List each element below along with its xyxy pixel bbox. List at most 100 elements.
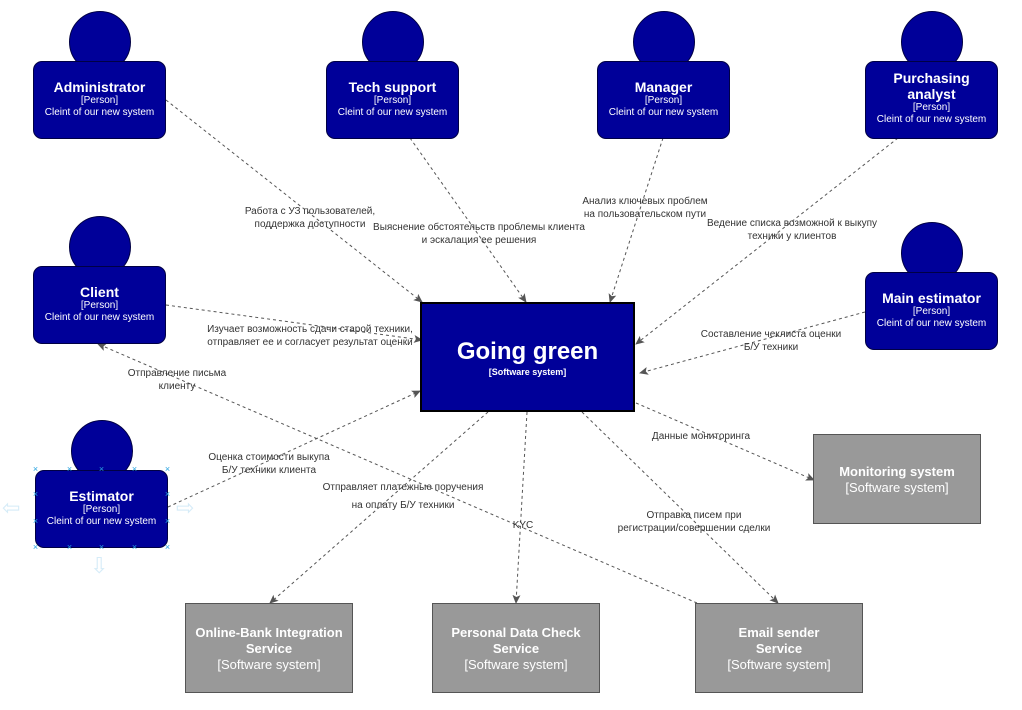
- person-client[interactable]: Client [Person] Cleint of our new system: [33, 216, 166, 344]
- edge-label-line: Оценка стоимости выкупа: [208, 452, 330, 463]
- resize-handle[interactable]: ×: [98, 464, 105, 474]
- edge-label-kyc[interactable]: KYC: [505, 519, 541, 532]
- person-description: Cleint of our new system: [46, 516, 157, 527]
- edge-label-monitoring[interactable]: Данные мониторинга: [640, 430, 762, 443]
- edge-tech-support-to-going-green[interactable]: [409, 137, 527, 303]
- resize-handle[interactable]: ×: [164, 542, 171, 552]
- person-type: [Person]: [912, 306, 951, 317]
- edge-label-line: Ведение списка возможной к выкупу: [706, 218, 878, 229]
- person-type: [Person]: [912, 102, 951, 113]
- connect-arrow-down-icon[interactable]: ⇩: [90, 553, 109, 578]
- person-card: Tech support [Person] Cleint of our new …: [326, 61, 459, 139]
- edge-administrator-to-going-green[interactable]: [165, 99, 423, 303]
- edge-label-line: Отправляет платежные поручения: [322, 482, 484, 493]
- person-name: Tech support: [348, 79, 437, 95]
- edge-label-line: регистрации/совершении сделки: [617, 523, 771, 534]
- resize-handle[interactable]: ×: [66, 542, 73, 552]
- person-tech-support[interactable]: Tech support [Person] Cleint of our new …: [326, 11, 459, 139]
- resize-handle[interactable]: ×: [98, 542, 105, 552]
- person-description: Cleint of our new system: [44, 312, 155, 323]
- edge-purchasing-analyst-to-going-green[interactable]: [635, 137, 899, 345]
- edge-going-green-to-monitoring[interactable]: [635, 402, 815, 481]
- edge-going-green-to-personal-data[interactable]: [512, 411, 528, 604]
- person-card: Estimator [Person] Cleint of our new sys…: [35, 470, 168, 548]
- person-manager[interactable]: Manager [Person] Cleint of our new syste…: [597, 11, 730, 139]
- person-name: Manager: [634, 79, 693, 95]
- edge-label-line: отправляет ее и согласует результат оцен…: [207, 337, 413, 348]
- edge-email-sender-to-client[interactable]: [97, 343, 698, 604]
- edge-label-tech-support[interactable]: Выяснение обстоятельств проблемы клиента…: [368, 221, 590, 247]
- system-online-bank-integration[interactable]: Online-Bank Integration Service [Softwar…: [185, 603, 353, 693]
- person-description: Cleint of our new system: [876, 114, 987, 125]
- connect-arrow-right-icon[interactable]: ⇨: [176, 495, 195, 520]
- edge-client-to-going-green[interactable]: [165, 304, 423, 343]
- person-type: [Person]: [80, 300, 119, 311]
- resize-handle[interactable]: ×: [164, 464, 171, 474]
- system-type: [Software system]: [464, 657, 568, 672]
- resize-handle[interactable]: ×: [131, 464, 138, 474]
- resize-handle[interactable]: ×: [164, 516, 171, 526]
- resize-handle[interactable]: ×: [32, 516, 39, 526]
- resize-handle[interactable]: ×: [66, 464, 73, 474]
- person-card: Client [Person] Cleint of our new system: [33, 266, 166, 344]
- edge-label-line: Выяснение обстоятельств проблемы клиента: [373, 222, 585, 233]
- person-description: Cleint of our new system: [876, 318, 987, 329]
- person-estimator[interactable]: Estimator [Person] Cleint of our new sys…: [35, 420, 168, 548]
- edge-main-estimator-to-going-green[interactable]: [639, 311, 866, 375]
- person-name: Administrator: [53, 79, 146, 95]
- person-description: Cleint of our new system: [337, 107, 448, 118]
- connect-arrow-left-icon[interactable]: ⇦: [2, 495, 21, 520]
- edge-label-online-bank[interactable]: Отправляет платежные поручения на оплату…: [312, 481, 494, 512]
- edge-label-line: Б/У техники: [743, 342, 799, 353]
- system-type: [Software system]: [845, 480, 949, 495]
- resize-handle[interactable]: ×: [164, 489, 171, 499]
- edge-label-line: Составление чеклиста оценки: [700, 329, 842, 340]
- edge-label-client[interactable]: Изучает возможность сдачи старой техники…: [198, 323, 422, 349]
- system-name: Email sender Service: [738, 625, 820, 656]
- edge-label-purchasing-analyst[interactable]: Ведение списка возможной к выкупу техник…: [700, 217, 884, 243]
- system-personal-data-check[interactable]: Personal Data Check Service [Software sy…: [432, 603, 600, 693]
- person-description: Cleint of our new system: [44, 107, 155, 118]
- person-type: [Person]: [373, 95, 412, 106]
- system-name: Monitoring system: [839, 464, 955, 479]
- edge-going-green-to-email-sender[interactable]: [581, 411, 779, 604]
- edge-label-manager[interactable]: Анализ ключевых проблем на пользовательс…: [572, 195, 718, 221]
- edge-label-line: техники у клиентов: [747, 231, 837, 242]
- system-email-sender[interactable]: Email sender Service [Software system]: [695, 603, 863, 693]
- system-going-green[interactable]: Going green [Software system]: [420, 302, 635, 412]
- person-card: Manager [Person] Cleint of our new syste…: [597, 61, 730, 139]
- person-card: Administrator [Person] Cleint of our new…: [33, 61, 166, 139]
- resize-handle[interactable]: ×: [32, 464, 39, 474]
- system-type: [Software system]: [727, 657, 831, 672]
- edge-label-main-estimator[interactable]: Составление чеклиста оценки Б/У техники: [690, 328, 852, 354]
- system-name: Online-Bank Integration Service: [195, 625, 343, 656]
- edge-manager-to-going-green[interactable]: [608, 137, 664, 303]
- person-name: Purchasing analyst: [893, 70, 970, 102]
- person-main-estimator[interactable]: Main estimator [Person] Cleint of our ne…: [865, 222, 998, 350]
- person-administrator[interactable]: Administrator [Person] Cleint of our new…: [33, 11, 166, 139]
- edge-label-email-sender[interactable]: Отправка писем при регистрации/совершени…: [603, 509, 785, 535]
- resize-handle[interactable]: ×: [32, 542, 39, 552]
- edge-label-line: Отправление письма: [127, 368, 227, 379]
- edge-label-line: Отправка писем при: [646, 510, 742, 521]
- resize-handle[interactable]: ×: [32, 489, 39, 499]
- edge-label-email-to-client[interactable]: Отправление письма клиенту: [110, 367, 244, 393]
- edge-label-estimator[interactable]: Оценка стоимости выкупа Б/У техники клие…: [196, 451, 342, 477]
- edge-estimator-to-going-green[interactable]: [167, 390, 421, 508]
- edge-label-line: поддержка доступности: [254, 219, 366, 230]
- resize-handle[interactable]: ×: [131, 542, 138, 552]
- person-card: Purchasing analyst [Person] Cleint of ou…: [865, 61, 998, 139]
- edge-label-line: Работа с УЗ пользователей,: [244, 206, 376, 217]
- person-name: Client: [80, 284, 119, 300]
- edge-going-green-to-online-bank[interactable]: [269, 411, 489, 604]
- edge-label-line: на пользовательском пути: [583, 209, 707, 220]
- edge-label-line: Изучает возможность сдачи старой техники…: [207, 324, 413, 335]
- person-purchasing-analyst[interactable]: Purchasing analyst [Person] Cleint of ou…: [865, 11, 998, 139]
- edge-label-administrator[interactable]: Работа с УЗ пользователей, поддержка дос…: [230, 205, 390, 231]
- system-name: Going green: [456, 338, 599, 365]
- system-monitoring[interactable]: Monitoring system [Software system]: [813, 434, 981, 524]
- person-name: Estimator: [69, 488, 134, 504]
- person-card: Main estimator [Person] Cleint of our ne…: [865, 272, 998, 350]
- edge-label-line: Анализ ключевых проблем: [582, 196, 708, 207]
